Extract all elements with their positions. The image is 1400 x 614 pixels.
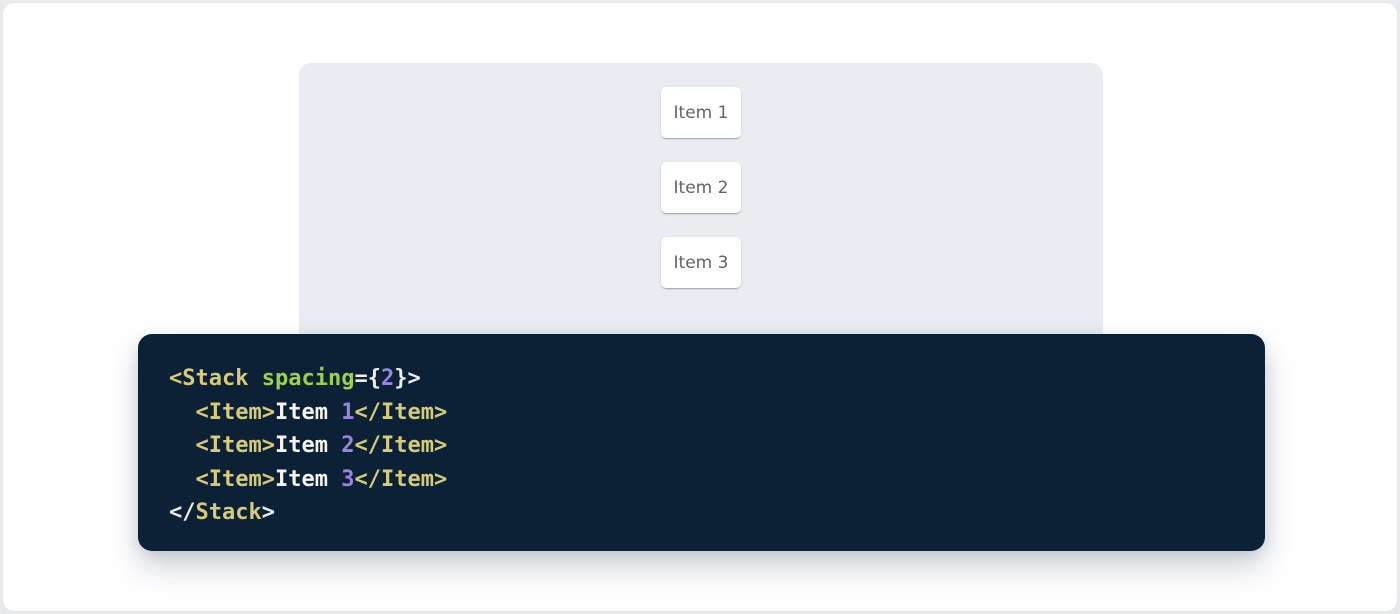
code-token (169, 433, 196, 458)
stack-demo: Item 1 Item 2 Item 3 (299, 87, 1103, 288)
code-token: Item (274, 433, 342, 459)
item-card: Item 2 (661, 162, 741, 213)
code-token: > (261, 500, 275, 526)
code-token: Stack (195, 500, 262, 526)
code-token: <Stack (169, 366, 249, 391)
code-token: </Item> (354, 466, 448, 492)
code-token: = (354, 366, 368, 391)
code-token (248, 366, 261, 391)
code-line: <Item>Item 2</Item> (169, 429, 1233, 463)
code-token: </Item> (354, 399, 448, 425)
code-line: <Item>Item 1</Item> (169, 396, 1233, 430)
item-card: Item 3 (661, 237, 741, 288)
code-token: 3 (341, 466, 355, 492)
item-card: Item 1 (661, 87, 741, 138)
code-token: </ (169, 500, 196, 526)
demo-panel: Item 1 Item 2 Item 3 (299, 63, 1103, 365)
code-token: </Item> (354, 433, 448, 459)
code-token: spacing (261, 366, 355, 391)
code-token: Item (274, 466, 342, 492)
code-token: <Item> (195, 399, 275, 425)
code-token: <Item> (195, 466, 275, 492)
code-token: } (394, 366, 408, 391)
code-token: 1 (341, 399, 355, 425)
code-token: 2 (341, 433, 355, 459)
code-token: Item (274, 399, 342, 425)
code-token: <Item> (195, 433, 275, 459)
code-line: </Stack> (169, 496, 1233, 530)
code-block: <Stack spacing={2}> <Item>Item 1</Item> … (138, 334, 1265, 551)
code-content: <Stack spacing={2}> <Item>Item 1</Item> … (169, 362, 1233, 530)
code-line: <Stack spacing={2}> (169, 362, 1233, 396)
code-token: { (367, 366, 381, 391)
code-token: 2 (380, 366, 395, 391)
code-line: <Item>Item 3</Item> (169, 463, 1233, 497)
code-token (169, 400, 196, 425)
code-token (169, 467, 196, 492)
code-token: > (407, 366, 421, 391)
